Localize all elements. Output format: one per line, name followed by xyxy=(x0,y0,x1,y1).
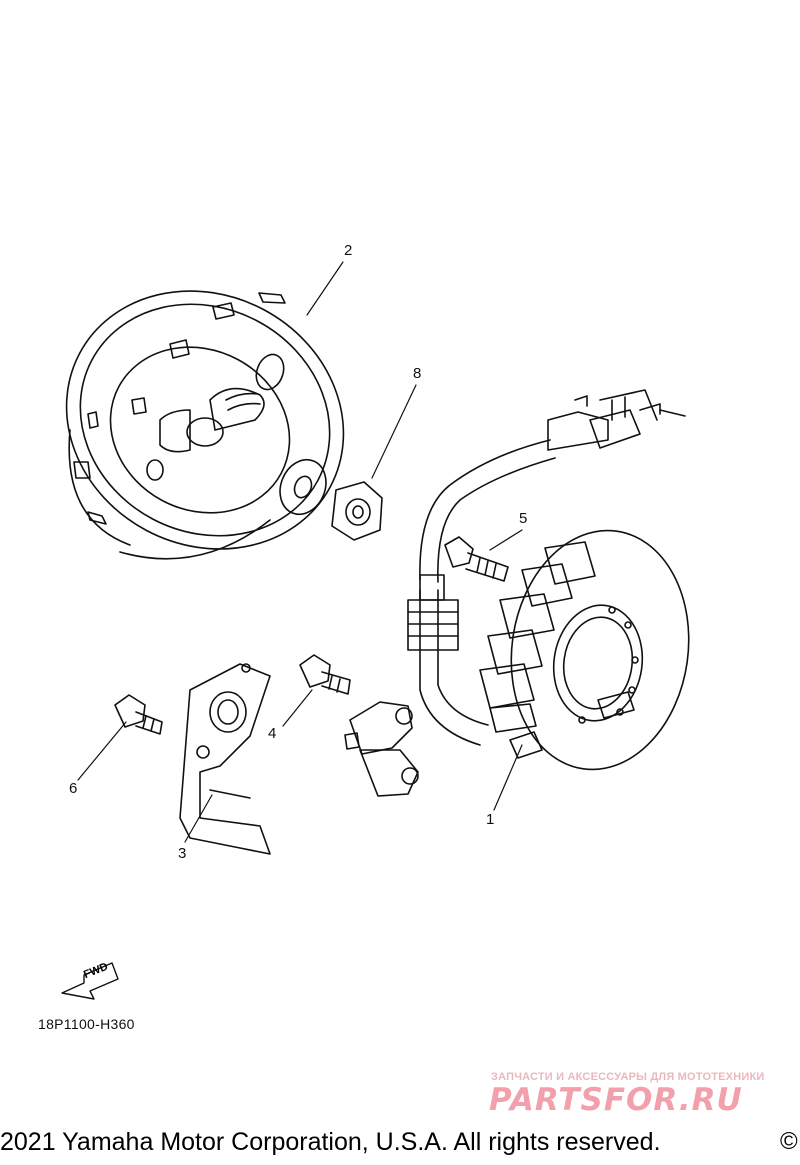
stator-bolt-drawing xyxy=(444,536,509,582)
callout-pickup-screw: 4 xyxy=(268,725,277,742)
drawing-code: 18P1100-H360 xyxy=(38,1016,135,1032)
pickup-coil-drawing xyxy=(299,654,419,797)
bracket-screw-drawing xyxy=(114,694,163,735)
watermark-logo: PARTSFOR.RU xyxy=(489,1082,743,1118)
stator-assembly-drawing xyxy=(479,529,690,771)
copyright-notice: 2021 Yamaha Motor Corporation, U.S.A. Al… xyxy=(0,1128,661,1156)
callout-flywheel-rotor: 2 xyxy=(344,242,353,259)
bracket-drawing xyxy=(179,663,271,855)
callout-bracket: 3 xyxy=(178,845,187,862)
washer-nut-drawing xyxy=(279,458,383,541)
fwd-arrow-icon xyxy=(61,962,119,1000)
callout-washer-nut: 8 xyxy=(413,365,422,382)
callout-stator-bolt: 5 xyxy=(519,510,528,527)
wire-harness-drawing xyxy=(407,389,686,746)
copyright-symbol: © xyxy=(780,1128,798,1155)
flywheel-rotor-drawing xyxy=(65,290,345,560)
watermark-tagline: ЗАПЧАСТИ И АКСЕССУАРЫ ДЛЯ МОТОТЕХНИКИ xyxy=(491,1071,765,1083)
leader-lines xyxy=(77,261,523,843)
callout-stator-assembly: 1 xyxy=(486,811,495,828)
callout-bracket-screw: 6 xyxy=(69,780,78,797)
